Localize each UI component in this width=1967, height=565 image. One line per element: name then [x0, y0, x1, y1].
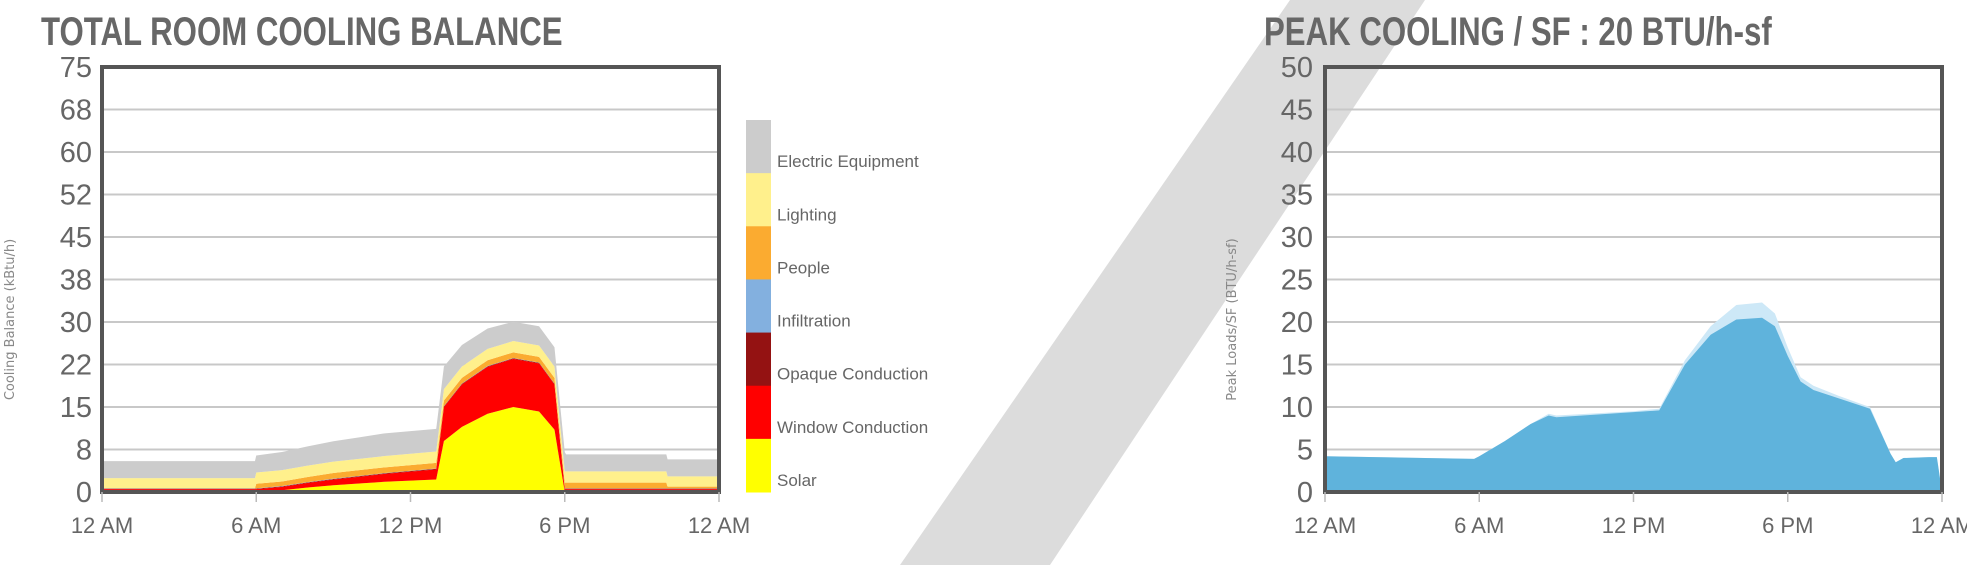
y-tick-label: 15 — [1281, 350, 1313, 382]
y-tick-label: 40 — [1281, 137, 1313, 169]
y-tick-label: 50 — [1281, 52, 1313, 84]
area-electric-equipment — [102, 321, 719, 479]
y-tick-label: 8 — [76, 435, 92, 467]
x-tick-label: 12 AM — [688, 513, 750, 538]
x-tick-label: 12 AM — [1911, 513, 1967, 538]
peak-cooling-chart: PEAK COOLING / SF : 20 BTU/h-sf 0 5 10 15 20 2… — [1225, 9, 1967, 538]
y-tick-label: 75 — [60, 52, 92, 84]
y-tick-label: 68 — [60, 95, 92, 127]
legend-label: Lighting — [777, 205, 837, 224]
x-tick-label: 12 PM — [1602, 513, 1666, 538]
x-tick-label: 6 AM — [231, 513, 281, 538]
y-tick-label: 5 — [1297, 435, 1313, 467]
chart-title: TOTAL ROOM COOLING BALANCE — [41, 9, 563, 54]
chart-title: PEAK COOLING / SF : 20 BTU/h-sf — [1264, 9, 1773, 54]
y-axis-label: Cooling Balance (kBtu/h) — [3, 239, 18, 400]
y-tick-label: 0 — [1297, 477, 1313, 509]
y-tick-label: 30 — [1281, 222, 1313, 254]
area-lighting — [102, 340, 719, 489]
x-tick-label: 12 PM — [379, 513, 443, 538]
y-tick-label: 38 — [60, 265, 92, 297]
legend-label: Opaque Conduction — [777, 365, 928, 384]
legend-swatch — [746, 120, 771, 174]
legend-swatch — [746, 173, 771, 227]
legend-label: Window Conduction — [777, 418, 928, 437]
legend-label: People — [777, 258, 830, 277]
area-peak-load — [1325, 317, 1942, 492]
y-tick-label: 0 — [76, 477, 92, 509]
x-tick-label: 6 PM — [1762, 513, 1813, 538]
legend-swatch — [746, 279, 771, 334]
legend-swatch — [746, 385, 771, 440]
y-tick-label: 15 — [60, 392, 92, 424]
legend-swatch — [746, 438, 771, 493]
legend-swatch — [746, 226, 771, 280]
y-tick-label: 35 — [1281, 180, 1313, 212]
y-tick-label: 60 — [60, 137, 92, 169]
legend-swatch — [746, 332, 771, 387]
legend-label: Infiltration — [777, 312, 851, 331]
cooling-balance-chart: TOTAL ROOM COOLING BALANCE 0 8 15 22 30 38 45 52… — [3, 9, 928, 538]
y-tick-label: 22 — [60, 350, 92, 382]
x-tick-label: 12 AM — [71, 513, 133, 538]
y-tick-label: 10 — [1281, 392, 1313, 424]
y-tick-label: 45 — [1281, 95, 1313, 127]
y-tick-label: 52 — [60, 180, 92, 212]
y-tick-label: 20 — [1281, 307, 1313, 339]
x-tick-label: 6 AM — [1454, 513, 1504, 538]
legend-label: Solar — [777, 471, 817, 490]
y-axis-label: Peak Loads/SF (BTU/h-sf) — [1225, 238, 1240, 400]
y-tick-label: 25 — [1281, 265, 1313, 297]
decorative-diagonal-band — [900, 0, 1425, 565]
x-tick-label: 12 AM — [1294, 513, 1356, 538]
y-tick-label: 45 — [60, 222, 92, 254]
legend-label: Electric Equipment — [777, 152, 919, 171]
y-tick-label: 30 — [60, 307, 92, 339]
x-tick-label: 6 PM — [539, 513, 590, 538]
